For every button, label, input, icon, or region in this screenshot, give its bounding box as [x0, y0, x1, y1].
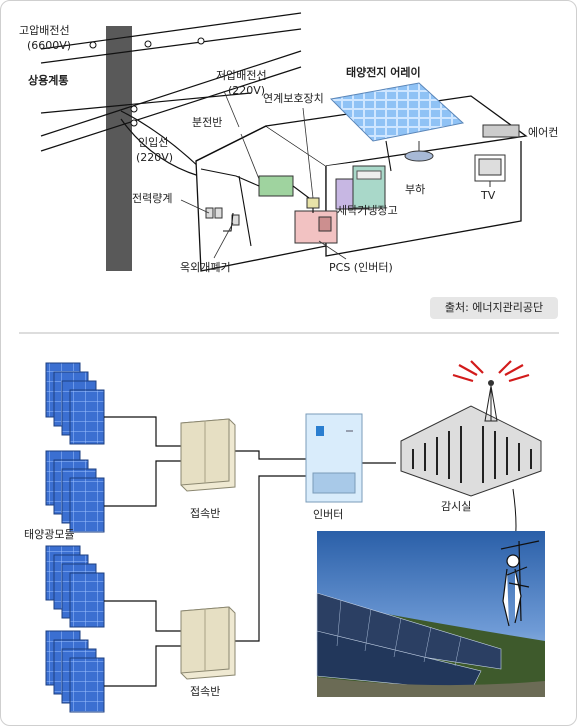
washer-fridge-icon [335, 165, 386, 210]
air-conditioner-icon [482, 124, 520, 138]
module-stack-1 [45, 362, 105, 445]
label-tv: TV [480, 189, 496, 202]
distribution-panel-icon [258, 175, 294, 197]
insulators [89, 37, 205, 127]
plant-system-diagram: 태양광모듈 접속반 접속반 인버터 감시실 [24, 360, 545, 713]
protection-device-icon [306, 197, 320, 209]
label-outdoor-switch: 옥외개폐기 [180, 261, 231, 274]
label-air-conditioner: 에어컨 [528, 126, 558, 139]
junction-box-bottom [180, 606, 236, 680]
label-solar-modules: 태양광모듈 [24, 528, 75, 541]
module-stack-2 [45, 450, 105, 533]
roof-solar-array [329, 82, 465, 142]
module-stack-4 [45, 630, 105, 713]
plant-wiring [104, 416, 396, 687]
label-junction-box-top: 접속반 [190, 507, 220, 520]
label-junction-box-bottom: 접속반 [190, 685, 220, 698]
label-monitoring-room: 감시실 [441, 500, 471, 513]
tv-icon [474, 154, 506, 187]
power-lines [40, 12, 302, 177]
label-high-voltage-line: 고압배전선 [19, 24, 70, 37]
label-low-voltage-value: (220V) [228, 84, 265, 97]
label-inverter: 인버터 [313, 508, 343, 521]
label-solar-array: 태양전지 어레이 [346, 65, 421, 79]
label-protection-device: 연계보호장치 [263, 92, 324, 105]
label-service-line-value: (220V) [136, 151, 173, 164]
label-load: 부하 [405, 182, 425, 196]
junction-box-top [180, 418, 236, 492]
label-low-voltage-line: 저압배전선 [216, 69, 267, 82]
pcs-inverter-icon [294, 210, 338, 244]
antenna-tip [488, 380, 494, 386]
label-leaders [180, 90, 347, 260]
antenna-signal-icon [452, 360, 530, 383]
label-service-line: 인입선 [138, 136, 168, 149]
ceiling-fan-icon [404, 141, 434, 162]
label-pcs: PCS (인버터) [329, 261, 393, 274]
inverter-icon [305, 413, 363, 503]
monitoring-room-building [400, 385, 542, 497]
module-stack-3 [45, 545, 105, 628]
house-wiring [200, 140, 392, 247]
label-washer-fridge: 세탁기냉장고 [337, 204, 398, 217]
label-high-voltage-value: (6600V) [27, 39, 71, 52]
label-power-meter: 전력량계 [132, 192, 172, 205]
label-distribution-panel: 분전반 [192, 116, 222, 129]
utility-pole [106, 26, 132, 271]
solar-module-stacks [45, 362, 105, 713]
house-grid-diagram: 고압배전선 (6600V) 상용계통 저압배전선 (220V) 연계보호장치 태… [19, 12, 558, 274]
source-badge: 출처: 에너지관리공단 [430, 297, 558, 319]
technician-icon [500, 540, 540, 627]
label-commercial-grid: 상용계통 [28, 73, 68, 87]
